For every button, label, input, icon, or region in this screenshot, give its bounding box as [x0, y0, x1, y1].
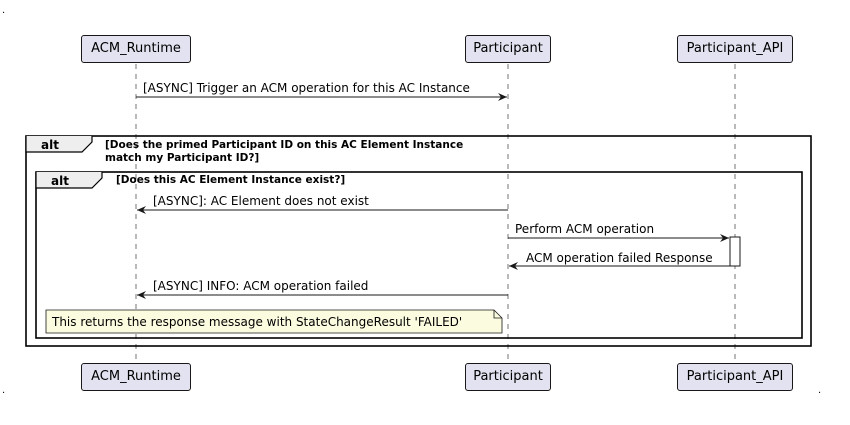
outer-alt-keyword: alt [41, 138, 59, 152]
note-shape [45, 309, 503, 334]
outer-alt-frame [25, 135, 812, 347]
message-label-2: [ASYNC]: AC Element does not exist [153, 194, 369, 208]
participant-acm-runtime-bottom: ACM_Runtime [81, 363, 191, 391]
inner-alt-keyword: alt [51, 174, 69, 188]
outer-alt-tab [25, 136, 93, 153]
participant-participant-bottom: Participant [465, 363, 551, 391]
participant-participant-top: Participant [465, 35, 551, 63]
participant-acm-runtime-top: ACM_Runtime [81, 35, 191, 63]
participant-api-top: Participant_API [677, 35, 793, 63]
corner-dot-top-left: . [2, 5, 6, 16]
corner-dot-bottom-left: . [2, 385, 6, 396]
note-text: This returns the response message with S… [52, 315, 463, 329]
inner-alt-frame [35, 171, 803, 339]
inner-alt-tab [35, 172, 103, 189]
message-label-4: ACM operation failed Response [526, 251, 713, 265]
outer-alt-condition-line2: match my Participant ID?] [105, 152, 260, 164]
message-label-1: [ASYNC] Trigger an ACM operation for thi… [143, 81, 470, 95]
note-fold [493, 310, 502, 319]
message-label-3: Perform ACM operation [515, 222, 655, 236]
inner-alt-condition: [Does this AC Element Instance exist?] [116, 174, 346, 186]
corner-dot-bottom-right: . [818, 385, 822, 396]
message-label-5: [ASYNC] INFO: ACM operation failed [153, 279, 369, 293]
participant-api-bottom: Participant_API [677, 363, 793, 391]
outer-alt-condition-line1: [Does the primed Participant ID on this … [105, 139, 464, 151]
activation-bar [729, 236, 741, 267]
